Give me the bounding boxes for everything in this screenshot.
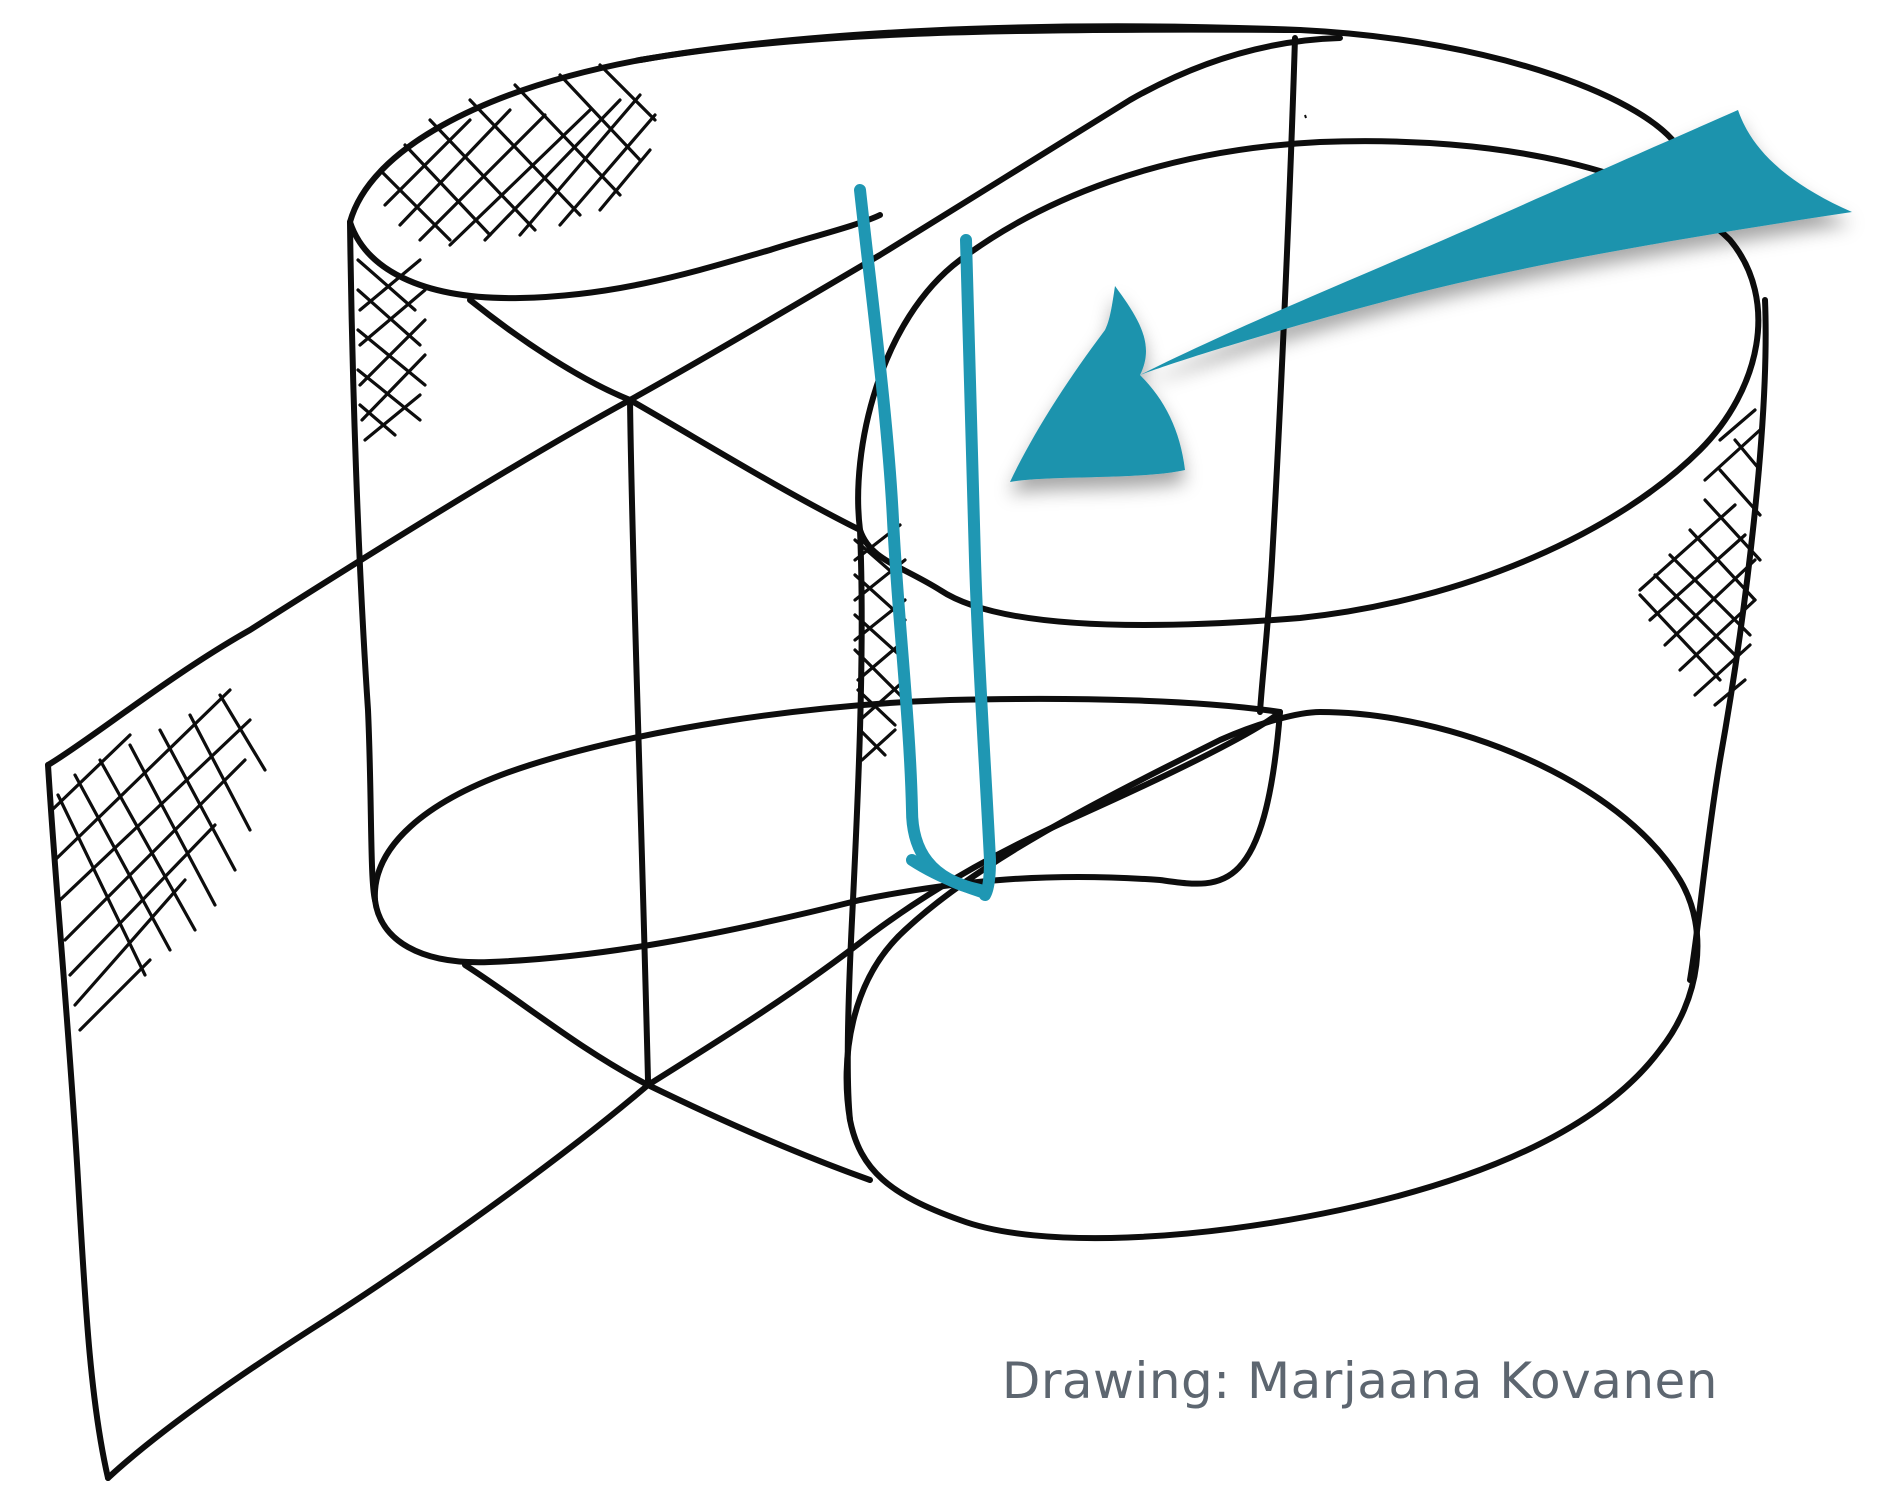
anchor-rope <box>854 184 996 901</box>
left-bottom-ellipse <box>372 709 1283 966</box>
stray-mark-icon <box>1304 114 1307 119</box>
right-cylinder-wall <box>1687 297 1769 983</box>
left-cylinder-wall <box>347 219 378 903</box>
leader-wing <box>45 762 111 1481</box>
right-top-ellipse <box>855 138 1762 628</box>
right-bottom-ellipse <box>843 709 1701 1242</box>
left-top-rim <box>347 23 1683 225</box>
mesh-hatching <box>50 63 1762 1032</box>
direction-arrow <box>1010 110 1852 482</box>
drawing-credit: Drawing: Marjaana Kovanen <box>1001 1352 1718 1410</box>
trap-frame <box>45 23 1769 1481</box>
funnel-diagonals <box>467 297 863 533</box>
